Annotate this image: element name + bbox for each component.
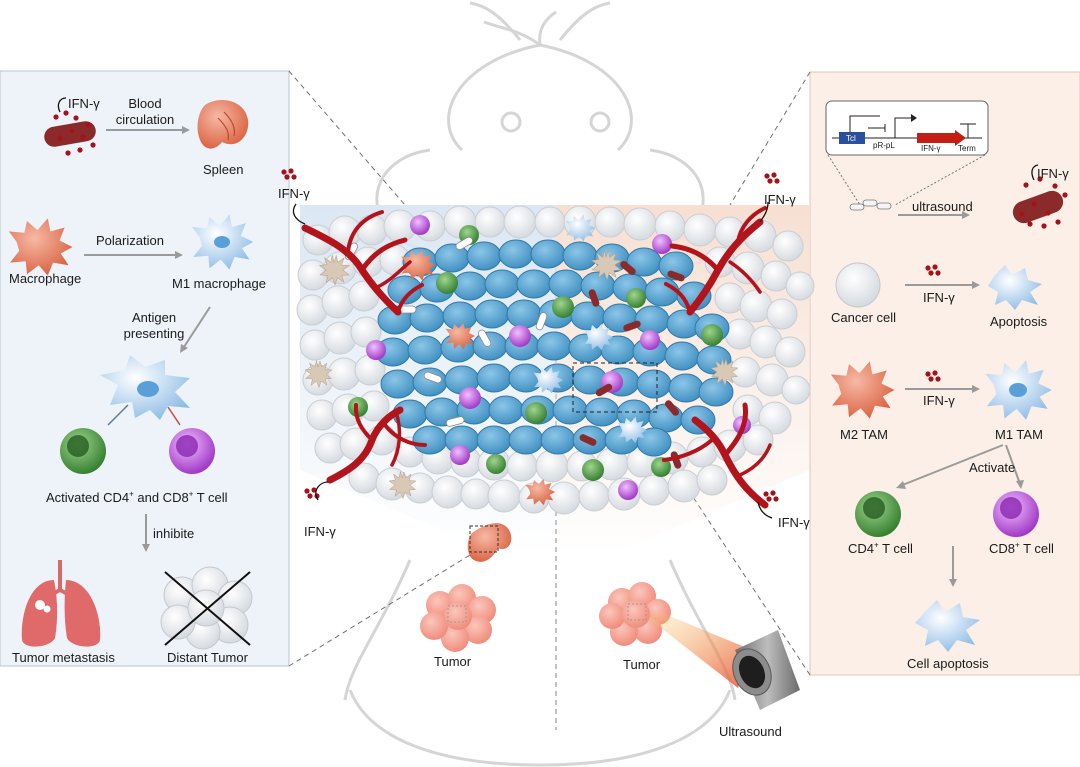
mouse-outline-icon (343, 1, 737, 767)
antigen-label-line1: Antigen (131, 310, 177, 325)
circuit-gene-label: IFN-γ (921, 144, 941, 153)
ifn-gamma-dots-icon (764, 172, 780, 184)
inhibite-label: inhibite (153, 526, 195, 541)
gene-circuit-icon (825, 100, 989, 156)
activate-label: Activate (969, 460, 1016, 475)
ultrasound-probe-icon (732, 630, 800, 710)
bacterium-icon (1012, 164, 1068, 229)
tumor-left-icon (420, 584, 496, 652)
m2-tam-label: M2 TAM (840, 427, 888, 442)
distant-tumor-icon (160, 566, 253, 650)
spleen-icon (467, 523, 512, 562)
ifn-label-tam-arrow: IFN-γ (923, 393, 955, 408)
cd8-t-cell-label: CD8+ T cell (989, 540, 1054, 556)
apoptotic-cell-icon (988, 265, 1042, 310)
antigen-label-line2: presenting (123, 326, 185, 341)
m1-tam-label: M1 TAM (995, 427, 1043, 442)
ifn-label-bottom-right: IFN-γ (778, 515, 810, 530)
tumor-label-right: Tumor (623, 657, 661, 672)
cancer-cell-label: Cancer cell (831, 310, 897, 325)
zoom-box (572, 362, 658, 413)
ifn-label-apoptosis-arrow: IFN-γ (923, 290, 955, 305)
encapsulated-bacteria-icon (849, 199, 892, 211)
lung-icon (21, 560, 101, 647)
activated-t-cell-label: Activated CD4+ and CD8+ T cell (46, 489, 228, 505)
tumor-metastasis-label: Tumor metastasis (12, 650, 115, 665)
right-ifn-label: IFN-γ (1037, 166, 1069, 181)
circuit-promoter-label: pR-pL (873, 141, 895, 150)
tumor-microenvironment (296, 205, 815, 515)
ifn-label-top-left: IFN-γ (278, 186, 310, 201)
apoptosis-label: Apoptosis (990, 314, 1048, 329)
circuit-term-label: Term (958, 144, 976, 153)
ifn-gamma-dots-icon (763, 490, 779, 502)
tumor-immune-cells (304, 214, 751, 506)
cancer-cell-icon (835, 262, 881, 308)
dendritic-cell-icon (100, 355, 190, 420)
ultrasound-beam (648, 612, 752, 688)
ifn-arrows (292, 201, 773, 519)
macrophage-label: Macrophage (9, 271, 82, 286)
tumor-right-icon (599, 582, 671, 646)
spleen-label: Spleen (203, 162, 244, 177)
spleen-zoom-box (469, 525, 499, 553)
left-ifn-label: IFN-γ (68, 96, 100, 111)
blood-vessel-icon (301, 206, 772, 509)
ultrasound-device-label: Ultrasound (719, 724, 782, 739)
blood-circulation-label-line1: Blood (128, 96, 162, 111)
distant-tumor-label: Distant Tumor (167, 650, 248, 665)
m1-macrophage-label: M1 macrophage (172, 276, 266, 291)
apoptotic-cell-icon (915, 600, 980, 652)
polarization-label: Polarization (96, 233, 164, 248)
circuit-tcl-label: Tcl (846, 134, 856, 143)
cell-apoptosis-label: Cell apoptosis (907, 656, 989, 671)
ultrasound-label: ultrasound (912, 199, 973, 214)
left-bacterium-group (44, 97, 96, 156)
blood-circulation-label-line2: circulation (115, 112, 175, 127)
ifn-label-bottom-left: IFN-γ (304, 524, 336, 539)
tumor-label-left: Tumor (434, 654, 472, 669)
ifn-label-top-right: IFN-γ (764, 192, 796, 207)
cd4-t-cell-label: CD4+ T cell (848, 540, 913, 556)
